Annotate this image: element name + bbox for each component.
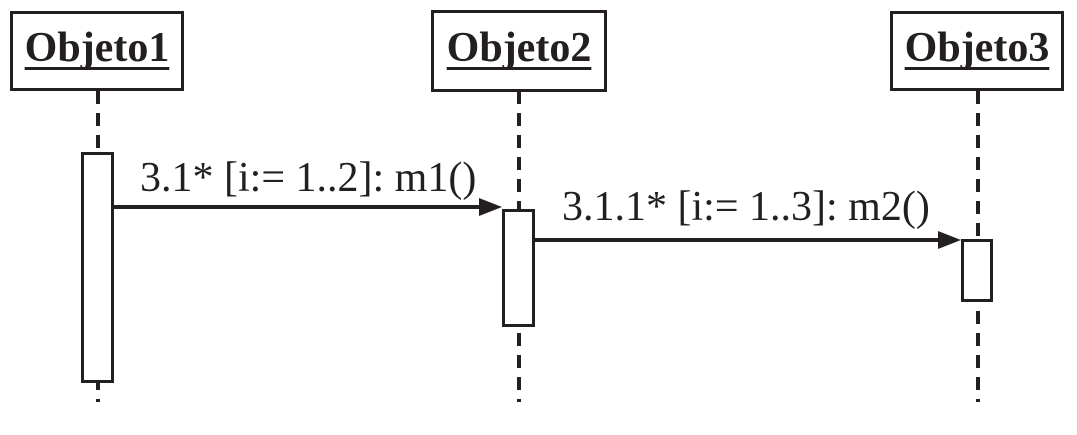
- activation-bar-objeto2: [502, 209, 535, 327]
- object-title-objeto2: Objeto2: [446, 25, 592, 71]
- object-box-objeto1: Objeto1: [10, 11, 184, 91]
- message-1-line: [113, 205, 480, 209]
- object-box-objeto2: Objeto2: [431, 10, 607, 92]
- message-2-label: 3.1.1* [i:= 1..3]: m2(): [562, 184, 930, 230]
- message-2-arrowhead-icon: [938, 231, 961, 249]
- activation-bar-objeto3: [961, 239, 993, 302]
- object-title-objeto3: Objeto3: [904, 25, 1050, 71]
- message-1-label: 3.1* [i:= 1..2]: m1(): [140, 155, 477, 201]
- message-1-arrowhead-icon: [479, 198, 502, 216]
- message-2-line: [534, 238, 939, 242]
- activation-bar-objeto1: [81, 152, 114, 383]
- object-title-objeto1: Objeto1: [24, 25, 170, 71]
- object-box-objeto3: Objeto3: [890, 11, 1064, 91]
